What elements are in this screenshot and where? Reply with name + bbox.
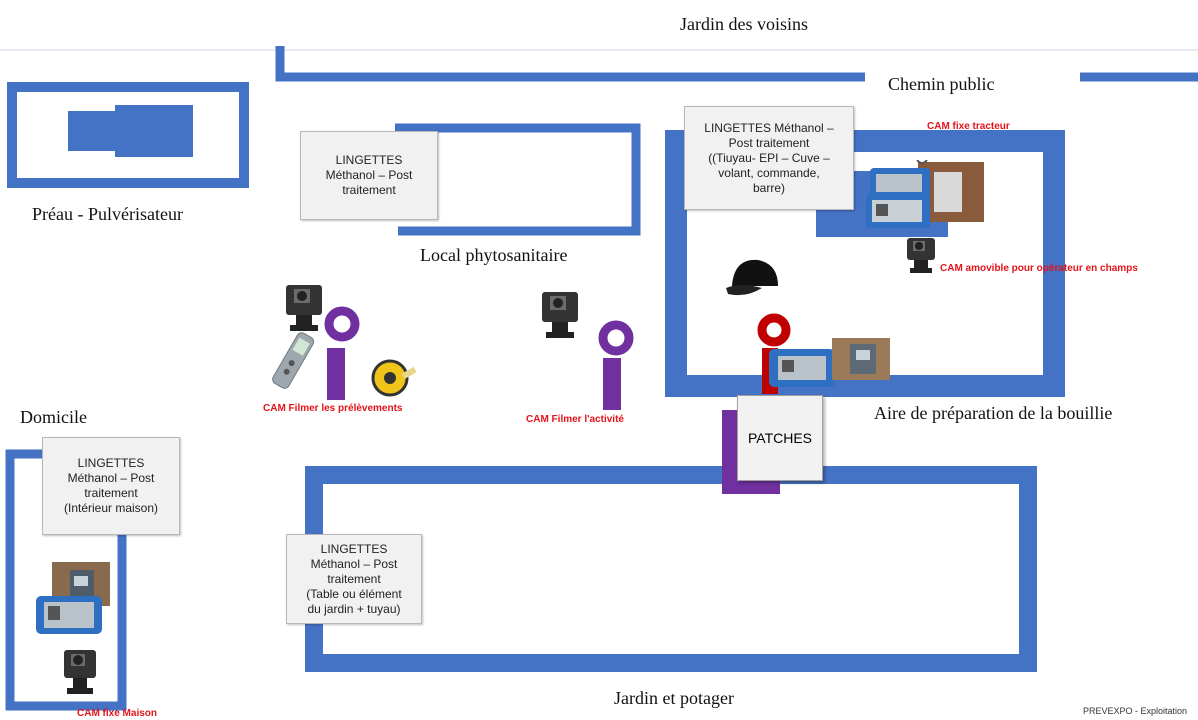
box-line: volant, commande, <box>718 165 820 180</box>
box-line: traitement <box>84 486 138 500</box>
label-aire-preparation: Aire de préparation de la bouillie <box>874 403 1113 423</box>
label-jardin-voisins: Jardin des voisins <box>680 14 808 34</box>
lingettes-box-jardin: LINGETTES Méthanol – Post traitement (Ta… <box>286 534 422 624</box>
sensor-icon <box>36 562 110 634</box>
tape-measure-icon <box>371 359 417 397</box>
label-jardin-potager: Jardin et potager <box>614 688 734 708</box>
box-line: Méthanol – Post <box>325 168 413 182</box>
preau-shed <box>7 82 249 188</box>
footer-credit: PREVEXPO - Exploitation <box>1083 706 1188 716</box>
meter-icon <box>272 332 315 389</box>
lingettes-box-aire: LINGETTES Méthanol – Post traitement ((T… <box>684 106 854 210</box>
label-preau: Préau - Pulvérisateur <box>32 204 183 224</box>
sensor-icon <box>769 349 835 387</box>
box-line: LINGETTES <box>77 456 145 470</box>
cam-label-prelevements: CAM Filmer les prélèvements <box>263 403 403 414</box>
cap-icon <box>726 259 778 296</box>
box-line: Méthanol – Post <box>67 471 155 485</box>
box-line: traitement <box>327 571 381 586</box>
camera-icon <box>542 292 578 338</box>
camera-icon <box>907 238 935 273</box>
label-local-phyto: Local phytosanitaire <box>420 245 568 265</box>
box-line: traitement <box>342 183 396 197</box>
person-icon <box>598 320 634 410</box>
cam-label-maison: CAM fixe Maison <box>77 708 158 719</box>
box-line: LINGETTES <box>320 541 388 556</box>
person-icon <box>324 306 360 400</box>
cam-label-fixe-tracteur: CAM fixe tracteur <box>927 121 1010 132</box>
cam-label-activite: CAM Filmer l'activité <box>526 414 624 425</box>
box-line: Méthanol – Post <box>310 556 398 571</box>
camera-icon <box>286 285 322 331</box>
local-phyto-room <box>395 123 641 236</box>
neighbor-garden-wall <box>275 46 1198 82</box>
box-line: Post traitement <box>728 135 810 150</box>
box-line: LINGETTES Méthanol – <box>704 120 834 135</box>
camera-icon <box>64 650 96 694</box>
box-line: barre) <box>752 180 785 195</box>
cam-label-amovible: CAM amovible pour opérateur en champs <box>940 263 1138 274</box>
sensor-icon <box>866 160 984 228</box>
sensor-icon <box>832 338 890 380</box>
box-line: ((Tiuyau- EPI – Cuve – <box>708 150 830 165</box>
label-chemin-public: Chemin public <box>888 74 995 94</box>
box-line: LINGETTES <box>335 153 403 167</box>
lingettes-box-local: LINGETTES Méthanol – Post traitement <box>300 131 438 220</box>
label-domicile: Domicile <box>20 407 87 427</box>
patches-box: PATCHES <box>737 395 823 481</box>
lingettes-box-domicile: LINGETTES Méthanol – Post traitement (In… <box>42 437 180 535</box>
box-line: (Table ou élément <box>306 586 402 601</box>
box-line: (Intérieur maison) <box>63 501 159 515</box>
box-line: du jardin + tuyau) <box>307 601 401 616</box>
